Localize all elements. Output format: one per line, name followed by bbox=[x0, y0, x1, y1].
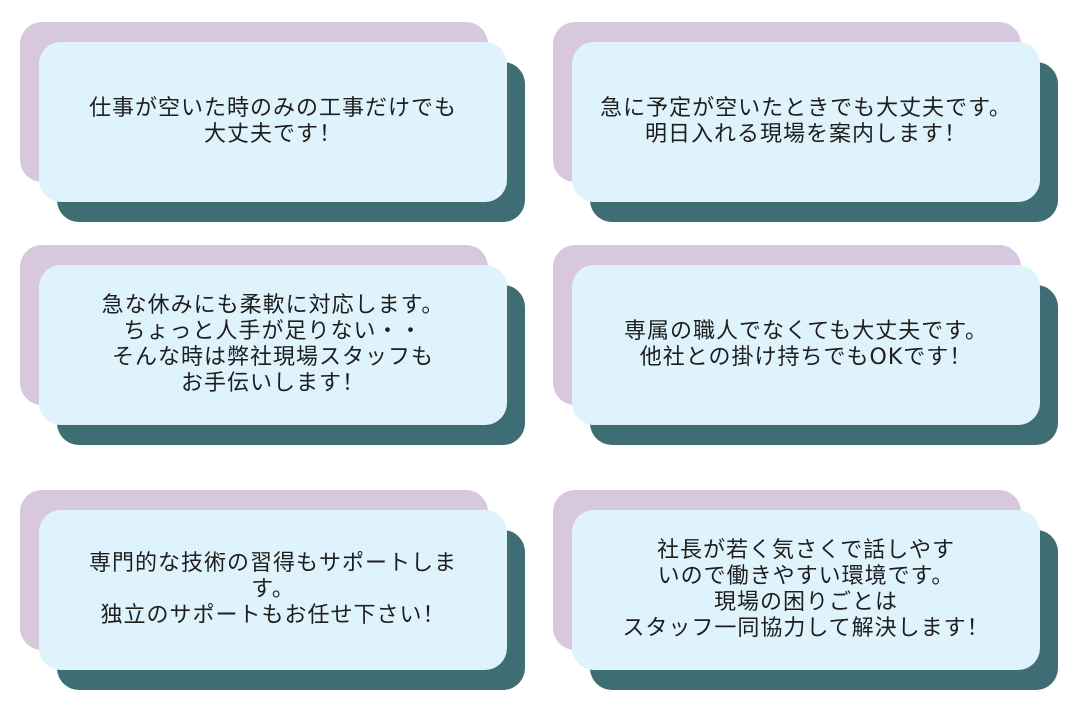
card-text: 仕事が空いた時のみの工事だけでも 大丈夫です！ bbox=[88, 96, 457, 147]
card-front-panel: 仕事が空いた時のみの工事だけでも 大丈夫です！ bbox=[39, 42, 507, 202]
card-text: 専門的な技術の習得もサポートしま す。 独立のサポートもお任せ下さい！ bbox=[88, 551, 457, 628]
card-front-panel: 急な休みにも柔軟に対応します。 ちょっと人手が足りない・・ そんな時は弊社現場ス… bbox=[39, 265, 507, 425]
feature-card-3: 急な休みにも柔軟に対応します。 ちょっと人手が足りない・・ そんな時は弊社現場ス… bbox=[20, 245, 530, 445]
card-front-panel: 社長が若く気さくで話しやす いので働きやすい環境です。 現場の困りごとは スタッ… bbox=[572, 510, 1040, 670]
card-text: 急に予定が空いたときでも大丈夫です。 明日入れる現場を案内します！ bbox=[600, 96, 1012, 147]
card-front-panel: 急に予定が空いたときでも大丈夫です。 明日入れる現場を案内します！ bbox=[572, 42, 1040, 202]
card-front-panel: 専門的な技術の習得もサポートしま す。 独立のサポートもお任せ下さい！ bbox=[39, 510, 507, 670]
card-text: 社長が若く気さくで話しやす いので働きやすい環境です。 現場の困りごとは スタッ… bbox=[622, 538, 990, 641]
card-text: 専属の職人でなくても大丈夫です。 他社との掛け持ちでもOKです！ bbox=[623, 319, 989, 370]
feature-card-2: 急に予定が空いたときでも大丈夫です。 明日入れる現場を案内します！ bbox=[553, 22, 1063, 222]
card-front-panel: 専属の職人でなくても大丈夫です。 他社との掛け持ちでもOKです！ bbox=[572, 265, 1040, 425]
feature-card-6: 社長が若く気さくで話しやす いので働きやすい環境です。 現場の困りごとは スタッ… bbox=[553, 490, 1063, 690]
feature-card-5: 専門的な技術の習得もサポートしま す。 独立のサポートもお任せ下さい！ bbox=[20, 490, 530, 690]
feature-card-1: 仕事が空いた時のみの工事だけでも 大丈夫です！ bbox=[20, 22, 530, 222]
feature-card-4: 専属の職人でなくても大丈夫です。 他社との掛け持ちでもOKです！ bbox=[553, 245, 1063, 445]
card-text: 急な休みにも柔軟に対応します。 ちょっと人手が足りない・・ そんな時は弊社現場ス… bbox=[101, 293, 445, 396]
